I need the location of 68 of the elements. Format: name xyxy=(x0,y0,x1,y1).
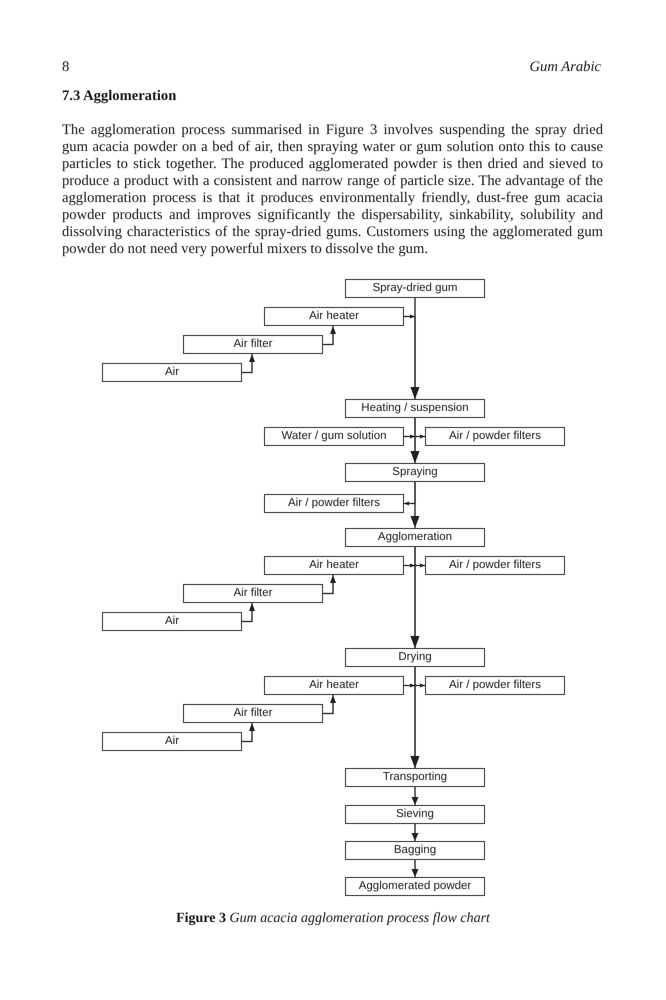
step-label: Air / powder filters xyxy=(448,430,542,443)
process-box xyxy=(264,307,404,326)
arrow xyxy=(412,824,418,841)
body-paragraph: The agglomeration process summarised in Figure 3 involves suspending the spray dried gum acacia powder on a bed of air, then spraying water or gum solution onto this to cause particles to stick together. The produced agglomerated powder is then dried and sieved to produce a product with a consistent and narrow range of particle size. The advantage of the agglomeration process is that it produces environmentally friendly, dust-free gum acacia powder products and improves significantly the dispersability, sinkability, solubility and dissolving characteristics of the spray-dried gums. Customers using the agglomerated gum powder do not need very powerful mixers to dissolve the gum. xyxy=(62,122,603,258)
process-box xyxy=(345,768,485,787)
page-number: 8 xyxy=(62,59,70,76)
step-label: Agglomeration xyxy=(378,531,452,544)
process-box xyxy=(425,676,565,695)
arrow xyxy=(414,418,425,438)
step-label: Air xyxy=(164,615,180,628)
process-box xyxy=(183,704,323,723)
step-label: Bagging xyxy=(394,844,436,857)
process-box xyxy=(345,841,485,860)
step-label: Spraying xyxy=(392,466,438,479)
process-box xyxy=(345,648,485,667)
arrow xyxy=(323,695,336,714)
arrow xyxy=(404,482,416,506)
step-label: Air xyxy=(164,366,180,379)
process-box xyxy=(345,279,485,298)
process-box xyxy=(264,494,404,513)
arrow xyxy=(323,326,336,346)
step-label: Air heater xyxy=(309,310,359,323)
arrow xyxy=(414,667,425,688)
arrow xyxy=(404,314,420,399)
step-label: Air filter xyxy=(234,338,272,351)
process-box xyxy=(345,463,485,482)
step-label: Air / powder filters xyxy=(448,679,542,692)
step-label: Air filter xyxy=(234,707,272,720)
step-label: Transporting xyxy=(382,771,448,784)
arrow xyxy=(242,723,255,742)
step-label: Spray-dried gum xyxy=(372,282,458,295)
arrow xyxy=(242,354,255,374)
arrow xyxy=(412,787,418,805)
process-box xyxy=(264,427,404,446)
step-label: Water / gum solution xyxy=(281,430,387,443)
arrow xyxy=(404,564,420,648)
process-box xyxy=(183,335,323,354)
arrow xyxy=(323,575,336,594)
process-box xyxy=(264,676,404,695)
step-label: Air / powder filters xyxy=(288,497,380,510)
running-header: Gum Arabic xyxy=(530,59,601,76)
step-label: Sieving xyxy=(396,808,434,821)
section-heading: 7.3 Agglomeration xyxy=(62,88,176,105)
arrow xyxy=(414,547,425,568)
step-label: Agglomerated powder xyxy=(358,880,472,893)
process-box xyxy=(345,805,485,824)
process-box xyxy=(102,363,242,382)
figure-caption: Figure 3 Gum acacia agglomeration process flow chart xyxy=(175,910,492,927)
arrow xyxy=(412,860,418,877)
arrow xyxy=(242,603,255,622)
step-label: Air filter xyxy=(234,587,272,600)
process-box xyxy=(183,584,323,603)
process-box xyxy=(425,427,565,446)
step-label: Air / powder filters xyxy=(448,559,542,572)
process-box xyxy=(102,732,242,751)
process-box xyxy=(345,528,485,547)
process-box xyxy=(264,556,404,575)
step-label: Air heater xyxy=(309,679,359,692)
step-label: Drying xyxy=(398,651,432,664)
arrow xyxy=(404,434,420,463)
process-box xyxy=(345,399,485,418)
process-box xyxy=(345,877,485,896)
step-label: Air heater xyxy=(309,559,359,572)
arrow xyxy=(404,684,420,768)
step-label: Heating / suspension xyxy=(361,402,469,415)
process-box xyxy=(102,612,242,631)
process-box xyxy=(425,556,565,575)
step-label: Air xyxy=(164,735,180,748)
